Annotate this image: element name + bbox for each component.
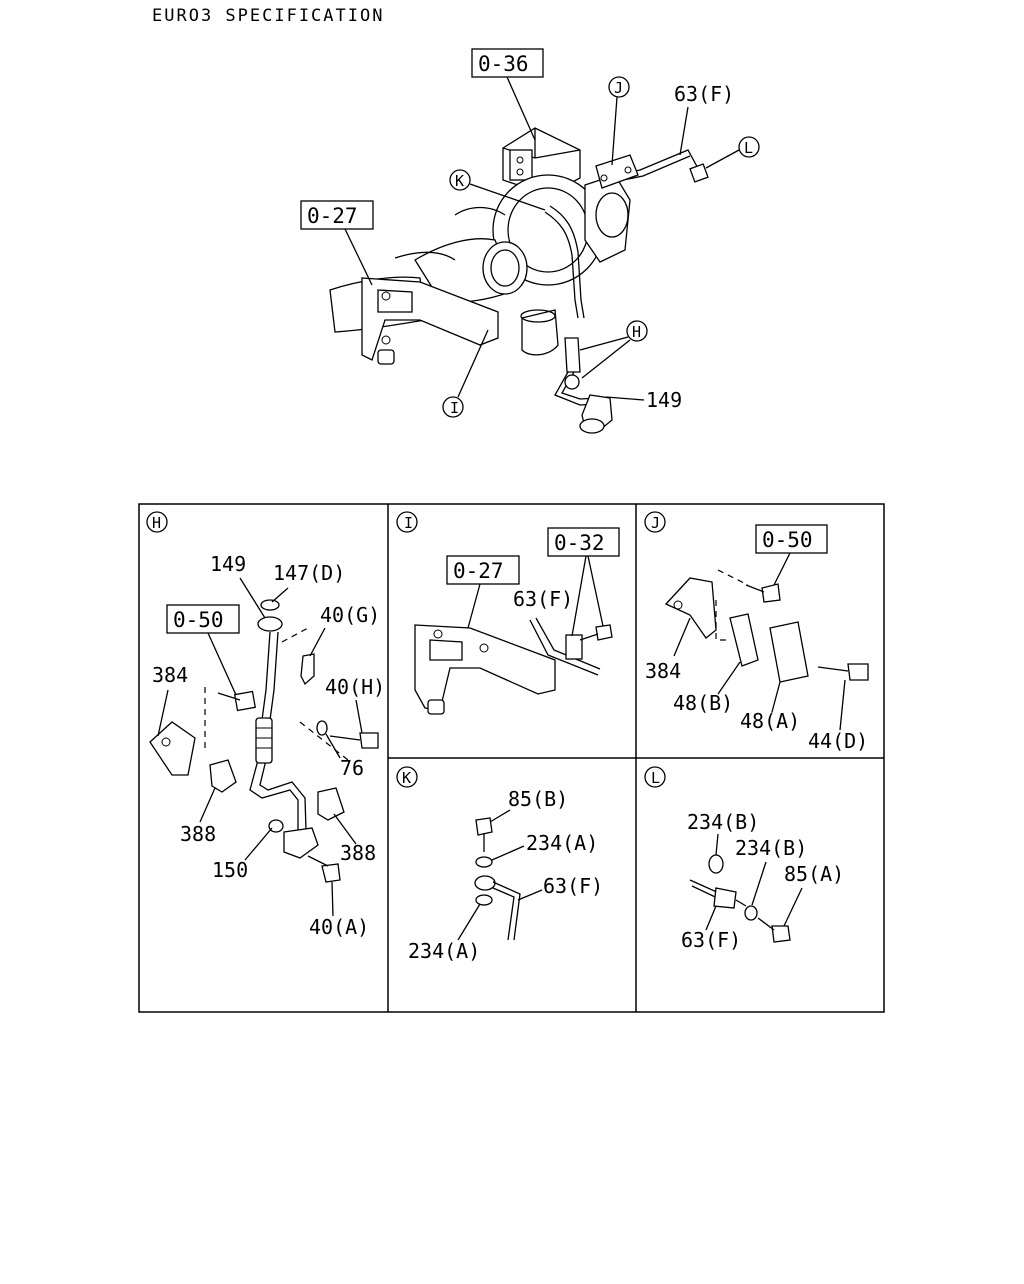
k-label-85b: 85(B) (508, 787, 568, 811)
panel-l-letter: L (651, 769, 660, 787)
k-label-234a-top: 234(A) (526, 831, 598, 855)
h-label-40g: 40(G) (320, 603, 380, 627)
label-63f-main: 63(F) (674, 82, 734, 156)
svg-text:J: J (614, 79, 623, 97)
svg-text:63(F): 63(F) (674, 82, 734, 106)
h-ref-0-50: 0-50 (173, 608, 224, 632)
h-ref-box (166, 604, 240, 634)
i-ref-0-27: 0-27 (453, 559, 504, 583)
h-label-40a: 40(A) (309, 915, 369, 939)
h-label-384: 384 (152, 663, 188, 687)
k-label-63f: 63(F) (543, 874, 603, 898)
k-label-234a-bottom: 234(A) (408, 939, 480, 963)
l-label-63f: 63(F) (681, 928, 741, 952)
i-label-63f: 63(F) (513, 587, 573, 611)
h-label-40h: 40(H) (325, 675, 385, 699)
j-label-48b: 48(B) (673, 691, 733, 715)
svg-text:L: L (744, 139, 753, 157)
panel-j-letter: J (651, 514, 660, 532)
j-label-44d: 44(D) (808, 729, 868, 753)
i-ref-0-32: 0-32 (554, 531, 605, 555)
panel-k: K 85(B) 234(A) 63(F) 234(A) (396, 766, 603, 963)
j-ref-0-50: 0-50 (762, 528, 813, 552)
panel-h: H 149 147(D) (146, 511, 385, 939)
j-label-384: 384 (645, 659, 681, 683)
svg-text:I: I (450, 399, 459, 417)
l-label-234b-top: 234(B) (687, 810, 759, 834)
h-label-388-a: 388 (180, 822, 216, 846)
callout-h: H (579, 320, 648, 379)
h-label-150: 150 (212, 858, 248, 882)
l-label-85a: 85(A) (784, 862, 844, 886)
l-label-234b-mid: 234(B) (735, 836, 807, 860)
callout-0-36: 0-36 (471, 48, 544, 141)
detail-grid (138, 503, 885, 1013)
j-ref-box (755, 524, 828, 554)
svg-text:K: K (455, 172, 464, 190)
svg-text:H: H (632, 323, 641, 341)
diagram-title: EURO3 SPECIFICATION (152, 6, 384, 26)
callout-i: I (442, 329, 489, 418)
turbo-assembly-drawing (329, 127, 709, 434)
panel-i-letter: I (404, 514, 413, 532)
callout-l: L (705, 136, 760, 169)
j-label-48a: 48(A) (740, 709, 800, 733)
i-ref-box-032 (547, 527, 620, 557)
h-label-147d: 147(D) (273, 561, 345, 585)
h-label-76: 76 (340, 756, 364, 780)
panel-h-letter: H (152, 514, 161, 532)
callout-k: K (449, 169, 546, 211)
panel-k-letter: K (402, 769, 411, 787)
h-label-388-b: 388 (340, 841, 376, 865)
svg-text:0-36: 0-36 (478, 52, 529, 76)
svg-text:149: 149 (646, 388, 682, 412)
label-149-main: 149 (605, 388, 682, 412)
h-label-149: 149 (210, 552, 246, 576)
callout-j: J (608, 76, 630, 166)
i-ref-box-027 (446, 555, 520, 585)
panel-i: I 0-27 0-32 63(F) (396, 511, 620, 715)
panel-j: J 0-50 384 48(B) 48(A) 44(D) (644, 511, 869, 753)
callout-0-27: 0-27 (300, 200, 374, 286)
panel-l: L 234(B) 234(B) 85(A) 63(F) (644, 766, 844, 952)
svg-text:0-27: 0-27 (307, 204, 358, 228)
